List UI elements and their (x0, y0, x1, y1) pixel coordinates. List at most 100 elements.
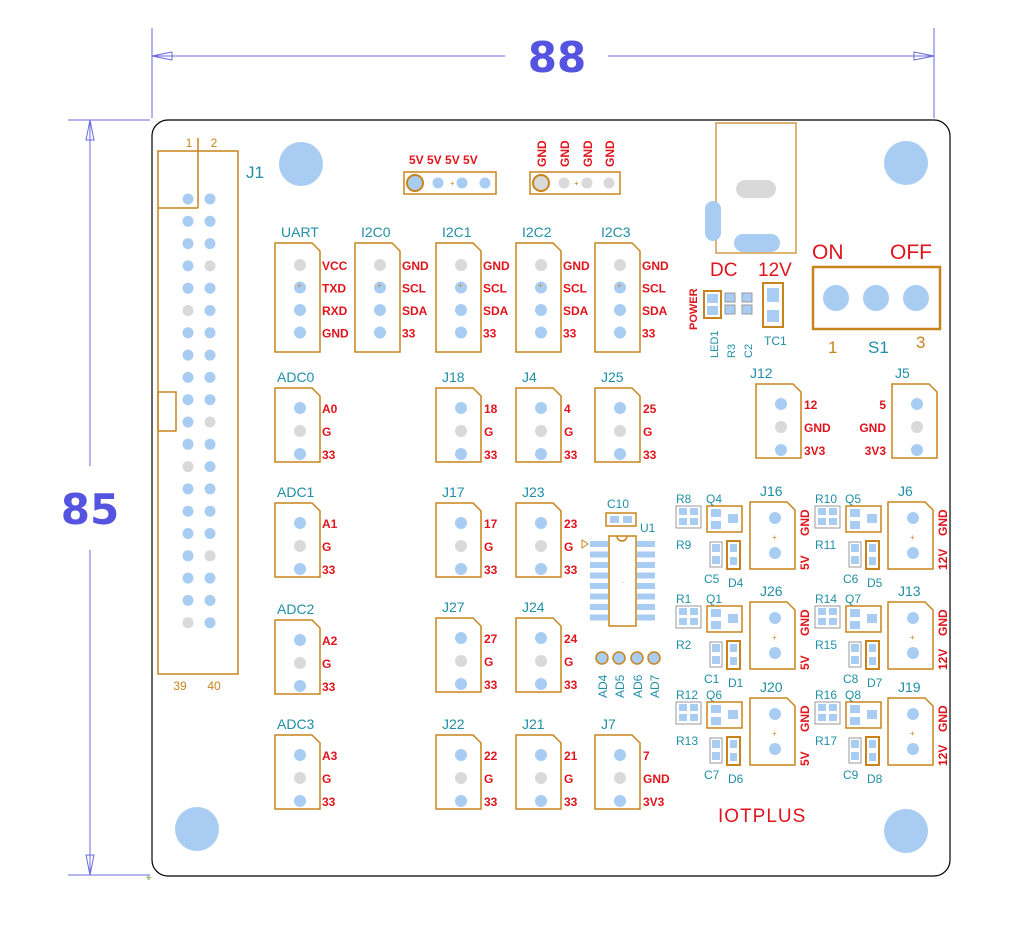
j1-pin (182, 505, 194, 517)
j7-pin-label: 7 (643, 749, 650, 763)
header-pin (294, 772, 306, 784)
header-pin (455, 425, 467, 437)
svg-text:+: + (910, 533, 915, 542)
j23-pin-label: G (564, 540, 573, 554)
header-pin (374, 304, 386, 316)
width-dimension: 88 (151, 28, 935, 118)
switch-pin3-label: 3 (916, 333, 925, 352)
j1-pin39-label: 39 (173, 679, 187, 693)
switch-pin1-label: 1 (828, 338, 837, 357)
transistor-ref: Q4 (706, 492, 722, 506)
output-pin-label: GND (936, 609, 950, 636)
header-pin (614, 304, 626, 316)
output-pin-label: 5V (798, 655, 812, 670)
j1-pin (182, 394, 194, 406)
j22-ref-label: J22 (442, 716, 465, 732)
adc3-ref-label: ADC3 (277, 716, 315, 732)
j1-pin (204, 528, 216, 539)
j23-ref-label: J23 (522, 484, 545, 500)
switch-pin (823, 285, 849, 311)
power-5v-header: 5V 5V 5V 5V + (403, 153, 497, 195)
diode-ref: D1 (728, 676, 744, 690)
adc3-pin-label: G (322, 772, 331, 786)
adc0-pin-label: 33 (322, 448, 336, 462)
svg-text:+: + (772, 533, 777, 542)
ad-test-pad (612, 651, 626, 665)
j7-pin-label: GND (643, 772, 670, 786)
svg-text:+: + (772, 729, 777, 738)
j5-pin-label: 3V3 (865, 444, 887, 458)
header-pin (535, 655, 547, 667)
j25-pin-label: 33 (643, 448, 657, 462)
resistor-ref: R17 (815, 734, 837, 748)
j1-pin (182, 438, 194, 450)
j4-pin-label: 33 (564, 448, 578, 462)
j18-pin-label: 18 (484, 402, 498, 416)
j22-pin-label: 22 (484, 749, 498, 763)
switch-pin (903, 285, 929, 311)
header-pin (294, 304, 306, 316)
j17-ref-label: J17 (442, 484, 465, 500)
header-pin (455, 448, 467, 460)
header-pin (535, 540, 547, 552)
j5-ref-label: J5 (895, 365, 910, 381)
transistor-ref: Q5 (845, 492, 861, 506)
ic-pad (637, 614, 655, 621)
j5-pin-label: GND (859, 421, 886, 435)
ic-pad (637, 593, 655, 600)
output-pin-label: GND (936, 705, 950, 732)
header-pin (455, 749, 467, 761)
ic-pad (590, 583, 608, 589)
output-connector-ref: J6 (898, 483, 913, 499)
led-group-ref: LED1 (709, 330, 721, 358)
j1-pin (182, 282, 194, 294)
header-pin (374, 281, 386, 294)
resistor-ref: R11 (815, 538, 836, 552)
adc0-ref-label: ADC0 (277, 369, 315, 385)
j4-pin-label: G (564, 425, 573, 439)
header-pin (535, 281, 547, 294)
i2c3-pin-label: 33 (642, 327, 656, 341)
ic-pad (637, 551, 655, 558)
j1-pin (204, 238, 216, 250)
resistor-ref: R10 (815, 492, 837, 506)
ad-test-pad (630, 651, 644, 665)
power-5v-label: 5V 5V 5V 5V (409, 153, 478, 167)
dc-label: DC (710, 260, 737, 281)
header-pin (294, 517, 306, 529)
j7-ref-label: J7 (601, 716, 616, 732)
j1-pin (204, 282, 216, 294)
resistor-ref: R16 (815, 688, 837, 702)
capacitor-ref: C8 (843, 672, 859, 686)
j1-pin2-label: 2 (211, 136, 218, 150)
resistor-ref: R12 (676, 688, 698, 702)
j24-ref-label: J24 (522, 599, 545, 615)
j18-ref-label: J18 (442, 369, 465, 385)
j1-pin (204, 461, 216, 473)
ic-pad (590, 551, 608, 558)
resistor-ref: R9 (676, 538, 692, 552)
header-pin (614, 448, 626, 460)
j1-pin (204, 327, 216, 339)
capacitor-ref: C7 (704, 768, 720, 782)
mounting-hole (884, 141, 928, 185)
j1-pin (204, 483, 216, 495)
header-pin (455, 304, 467, 316)
adc0-pin-label: A0 (322, 402, 338, 416)
ic-pad (590, 593, 608, 600)
j21-ref-label: J21 (522, 716, 545, 732)
j1-ref-label: J1 (246, 163, 264, 182)
diode-ref: D7 (867, 676, 883, 690)
j22-pin-label: G (484, 772, 493, 786)
gnd-label: GND (603, 140, 617, 167)
